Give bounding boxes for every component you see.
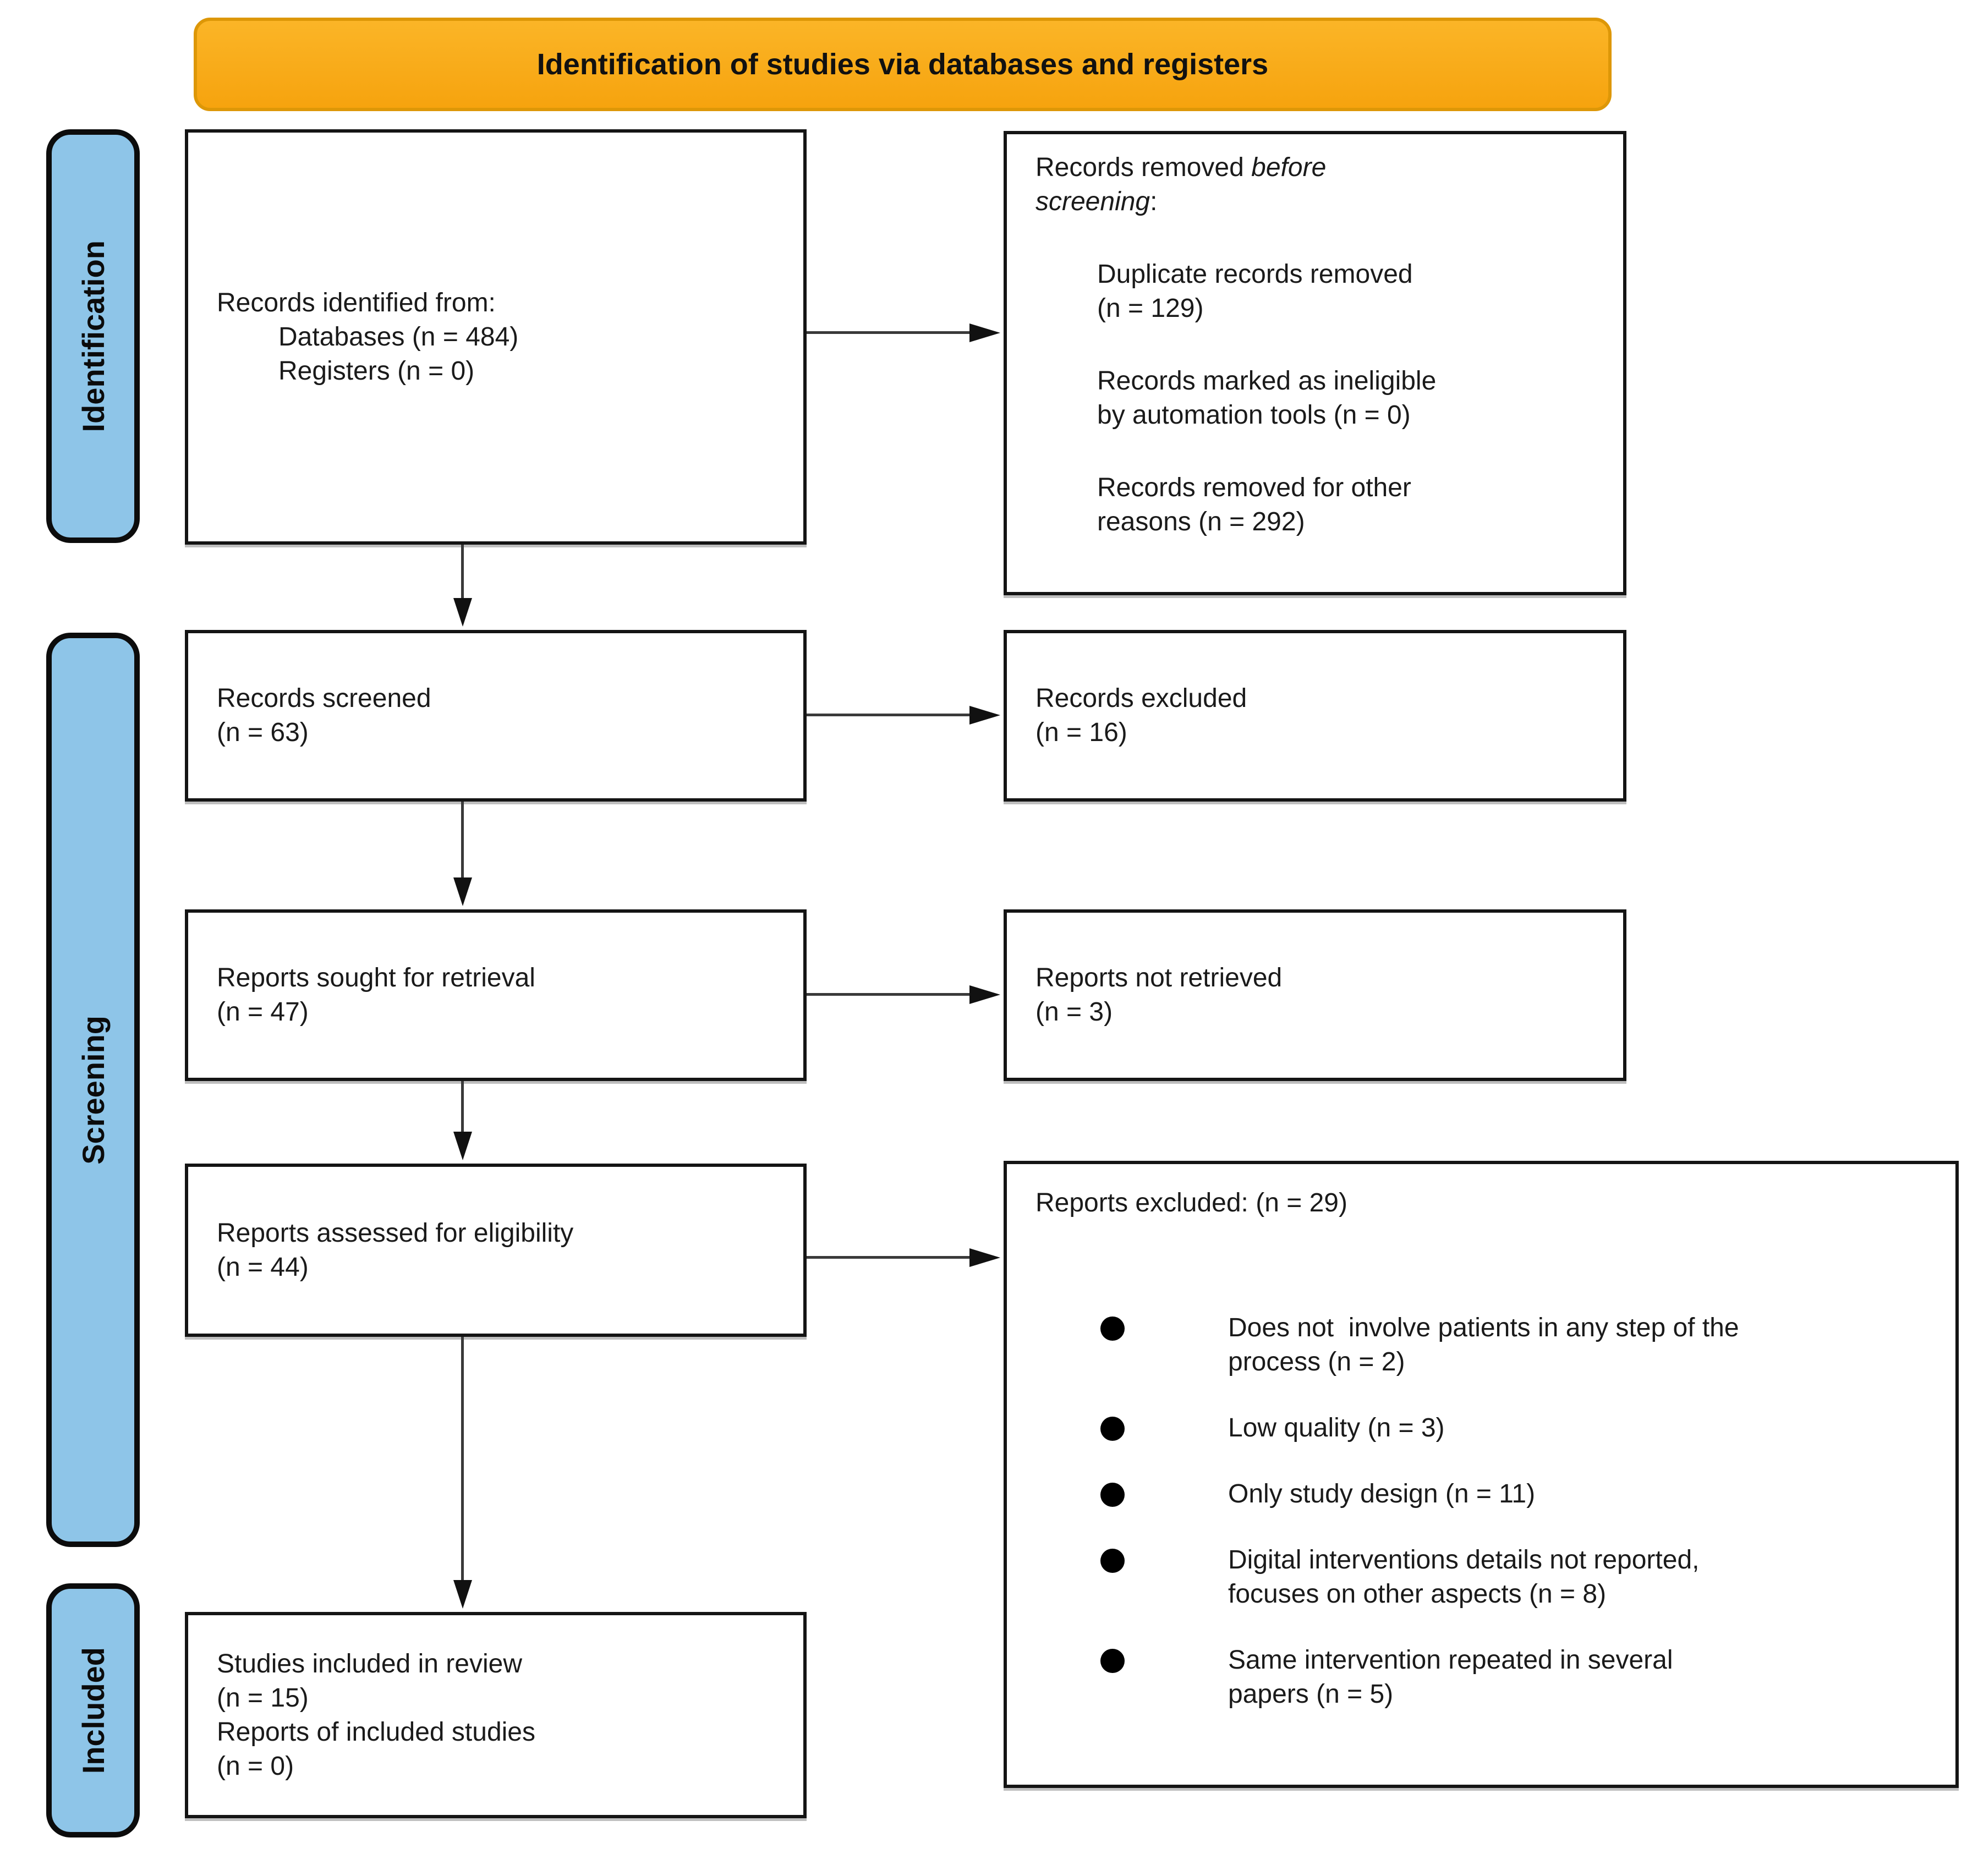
box-studies-included-line: Reports of included studies — [217, 1717, 535, 1747]
reports-excluded-bullet-line: papers (n = 5) — [1228, 1680, 1394, 1709]
box-records-identified-line: Databases (n = 484) — [278, 322, 519, 352]
box-records-identified: Records identified from: Databases (n = … — [185, 129, 807, 545]
box-records-removed-title-line: Records removed before — [1035, 151, 1603, 185]
reports-excluded-bullet: Only study design (n = 11) — [1035, 1477, 1936, 1511]
box-studies-included-line: Studies included in review — [217, 1649, 522, 1678]
reports-excluded-bullet-line: Low quality (n = 3) — [1228, 1413, 1445, 1442]
down-arrow-assessed-to-included — [461, 1337, 464, 1581]
box-studies-included-in-review: Studies included in review (n = 15) Repo… — [185, 1612, 807, 1818]
box-reports-sought-line: (n = 47) — [217, 997, 309, 1027]
stage-label-included-text: Included — [75, 1647, 111, 1774]
box-records-removed-title-plain: Records removed — [1035, 153, 1252, 182]
reports-excluded-bullet-line: Digital interventions details not report… — [1228, 1545, 1700, 1575]
reports-excluded-bullet: Does not involve patients in any step of… — [1035, 1311, 1936, 1379]
box-records-removed-before-screening: Records removed before screening: Duplic… — [1004, 131, 1626, 595]
box-records-excluded-line: Records excluded — [1035, 684, 1247, 713]
box-records-excluded-line: (n = 16) — [1035, 718, 1127, 747]
right-arrow-screened-to-excluded — [807, 714, 969, 716]
right-arrow-sought-to-not-retrieved — [807, 993, 969, 996]
box-records-removed-title-suffix: : — [1150, 187, 1158, 216]
reports-excluded-bullet-line: process (n = 2) — [1228, 1347, 1405, 1376]
box-reports-assessed-line: Reports assessed for eligibility — [217, 1218, 574, 1248]
reports-excluded-bullet-line: Same intervention repeated in several — [1228, 1645, 1673, 1675]
stage-label-screening-text: Screening — [75, 1015, 111, 1165]
box-studies-included-line: (n = 15) — [217, 1683, 309, 1713]
box-reports-not-retrieved-line: Reports not retrieved — [1035, 963, 1283, 992]
box-records-removed-title-italic: before — [1251, 153, 1327, 182]
records-removed-item-line: Records marked as ineligible — [1097, 366, 1437, 396]
records-removed-item: Records marked as ineligible by automati… — [1097, 364, 1603, 432]
records-removed-item: Duplicate records removed (n = 129) — [1097, 257, 1603, 326]
reports-excluded-bullet: Low quality (n = 3) — [1035, 1411, 1936, 1445]
box-reports-not-retrieved: Reports not retrieved (n = 3) — [1004, 909, 1626, 1081]
box-reports-assessed-for-eligibility: Reports assessed for eligibility (n = 44… — [185, 1164, 807, 1337]
records-removed-item-line: Duplicate records removed — [1097, 260, 1413, 289]
stage-label-identification: Identification — [46, 129, 140, 543]
records-removed-item-line: (n = 129) — [1097, 294, 1204, 323]
down-arrow-sought-to-assessed — [461, 1081, 464, 1133]
box-reports-excluded-header: Reports excluded: (n = 29) — [1035, 1188, 1347, 1217]
reports-excluded-bullet-line: Only study design (n = 11) — [1228, 1479, 1536, 1509]
right-arrow-identified-to-removed — [807, 331, 969, 334]
reports-excluded-bullet-list: Does not involve patients in any step of… — [1035, 1311, 1936, 1712]
box-records-screened-line: Records screened — [217, 684, 431, 713]
banner: Identification of studies via databases … — [194, 18, 1612, 111]
reports-excluded-bullet: Same intervention repeated in several pa… — [1035, 1643, 1936, 1712]
banner-title: Identification of studies via databases … — [536, 48, 1269, 81]
reports-excluded-bullet-line: Does not involve patients in any step of… — [1228, 1313, 1739, 1342]
reports-excluded-bullet-line: focuses on other aspects (n = 8) — [1228, 1579, 1607, 1609]
down-arrow-identified-to-screened — [461, 545, 464, 599]
right-arrow-assessed-to-reports-excluded — [807, 1256, 969, 1259]
box-reports-sought-line: Reports sought for retrieval — [217, 963, 535, 992]
records-removed-item-line: by automation tools (n = 0) — [1097, 401, 1411, 430]
box-records-screened-line: (n = 63) — [217, 718, 309, 747]
reports-excluded-bullet: Digital interventions details not report… — [1035, 1543, 1936, 1611]
records-removed-item: Records removed for other reasons (n = 2… — [1097, 471, 1603, 539]
stage-label-identification-text: Identification — [75, 240, 111, 432]
stage-label-screening: Screening — [46, 633, 140, 1547]
box-reports-assessed-line: (n = 44) — [217, 1252, 309, 1282]
box-records-removed-title-line: screening: — [1035, 185, 1603, 219]
box-records-screened: Records screened (n = 63) — [185, 630, 807, 802]
box-records-excluded: Records excluded (n = 16) — [1004, 630, 1626, 802]
box-reports-excluded: Reports excluded: (n = 29) Does not invo… — [1004, 1161, 1959, 1788]
records-removed-item-line: reasons (n = 292) — [1097, 507, 1305, 536]
down-arrow-screened-to-sought — [461, 802, 464, 879]
box-reports-not-retrieved-line: (n = 3) — [1035, 997, 1113, 1027]
box-reports-sought-for-retrieval: Reports sought for retrieval (n = 47) — [185, 909, 807, 1081]
box-records-identified-line: Records identified from: — [217, 288, 496, 317]
box-records-identified-line: Registers (n = 0) — [278, 356, 475, 386]
box-records-removed-title-italic: screening — [1035, 187, 1150, 216]
box-studies-included-line: (n = 0) — [217, 1751, 294, 1781]
records-removed-item-line: Records removed for other — [1097, 473, 1411, 502]
stage-label-included: Included — [46, 1583, 140, 1837]
